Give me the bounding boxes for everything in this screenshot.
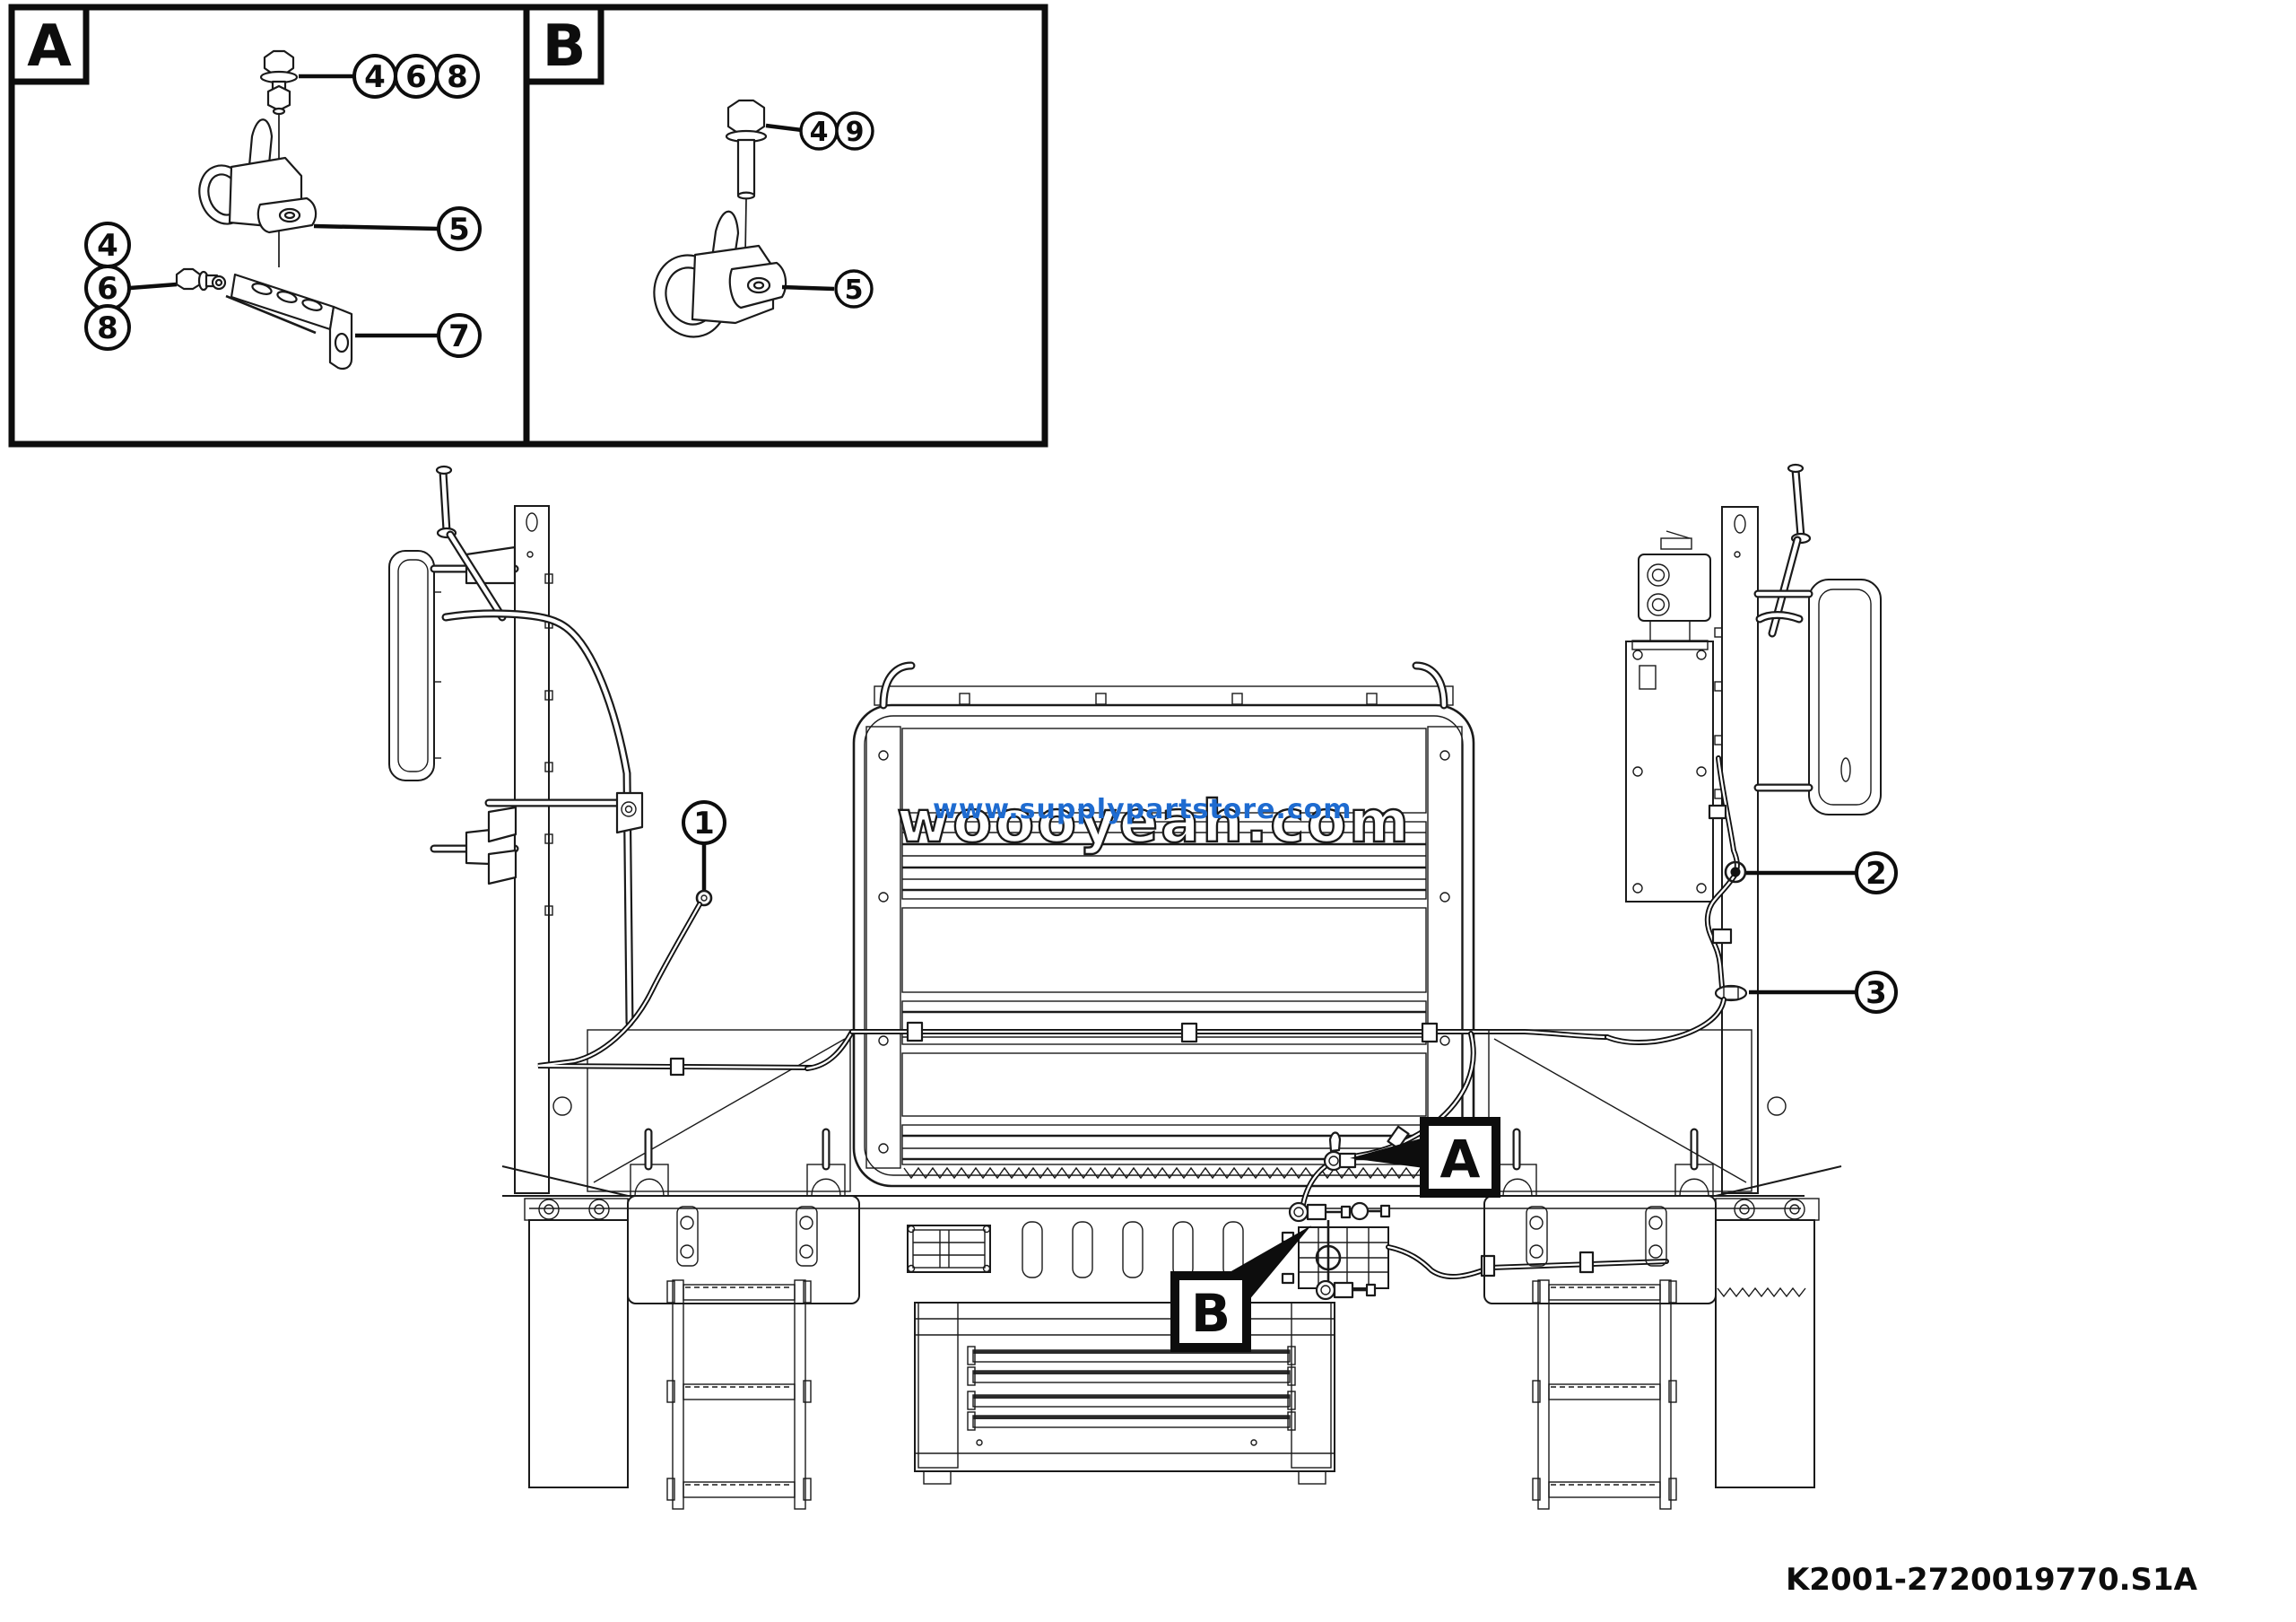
svg-text:4: 4 [97, 228, 118, 264]
left-fender-panel [587, 1029, 851, 1192]
left-mast [514, 505, 572, 1194]
detail-pointer-a-label: A [1440, 1129, 1481, 1190]
detail-pointer-a: A [1350, 1117, 1500, 1198]
right-serrated-edge [1717, 1286, 1806, 1298]
svg-text:4: 4 [364, 59, 386, 95]
serrated-edge [903, 1166, 1422, 1180]
callout-3-group: 3 [1749, 971, 1898, 1014]
bumper-vents [907, 1221, 1244, 1278]
callout-a-bracket-7: 7 [437, 313, 482, 358]
detail-box-a-label: A [27, 13, 72, 80]
right-step-assembly [1483, 1128, 1842, 1510]
left-ladder [666, 1279, 812, 1510]
callout-a-bolt-6: 6 [394, 54, 439, 99]
small-bolt-part-a [175, 267, 227, 292]
valve-assembly-b [1281, 1201, 1391, 1301]
right-handrail [1755, 611, 1804, 624]
leader-a-side [129, 282, 178, 291]
left-step-assembly [501, 1128, 860, 1510]
detail-box-b-label-frame [523, 4, 604, 85]
right-mast [1714, 506, 1759, 1194]
callout-a-side-4: 4 [84, 222, 131, 268]
svg-text:8: 8 [447, 59, 468, 95]
callout-1-group: 1 [682, 800, 726, 907]
spray-pipe [849, 1021, 1610, 1043]
right-panel [1625, 641, 1714, 903]
left-mirror [388, 550, 441, 781]
callout-3-number: 3 [1866, 975, 1887, 1011]
detail-box-b: B 4 9 [523, 4, 874, 338]
right-ladder [1532, 1279, 1677, 1510]
cooler-slats [967, 1346, 1296, 1431]
callout-a-bolt-8: 8 [435, 54, 480, 99]
left-antenna-pole [435, 465, 507, 622]
leader-b-clamp [781, 284, 835, 292]
right-control-box [1631, 530, 1711, 650]
detail-box-a-label-frame [8, 4, 90, 85]
callout-1-number: 1 [693, 806, 715, 842]
callout-a-side-8: 8 [84, 304, 131, 351]
svg-text:5: 5 [845, 275, 864, 306]
svg-text:9: 9 [846, 117, 865, 148]
svg-text:5: 5 [448, 212, 470, 248]
callout-2-number: 2 [1866, 856, 1887, 892]
callout-a-bolt-4: 4 [352, 54, 397, 99]
callout-2-group: 2 [1746, 851, 1898, 894]
svg-text:6: 6 [405, 59, 427, 95]
callout-1-circle [682, 800, 726, 845]
callout-a-side-6: 6 [84, 265, 131, 311]
assembly-axis-a2 [225, 294, 317, 335]
right-hose-run [1605, 755, 1748, 1046]
watermark-blue-text: www.supplypartstore.com [933, 794, 1352, 825]
leader-b-bolt [765, 123, 803, 133]
svg-text:6: 6 [97, 271, 118, 307]
right-mirror [1753, 579, 1882, 815]
right-antenna-pole [1768, 463, 1812, 638]
drawing-number: K2001-2720019770.S1A [1786, 1562, 2198, 1598]
callout-2-circle [1855, 851, 1898, 894]
callout-a-clamp-5: 5 [437, 206, 482, 251]
callout-3-circle [1855, 971, 1898, 1014]
radiator-housing [852, 661, 1475, 1188]
flange-bolt-part-b [725, 99, 768, 200]
leader-a-clamp [313, 223, 439, 231]
left-handrail [441, 609, 644, 1027]
clamp-part-a [198, 118, 317, 234]
lower-cooler [914, 1302, 1335, 1485]
svg-text:8: 8 [97, 310, 118, 346]
callout-b-bolt-9: 9 [835, 111, 874, 151]
callout-b-bolt-4: 4 [799, 111, 839, 151]
svg-text:4: 4 [810, 117, 829, 148]
detail-box-b-label: B [543, 13, 587, 80]
clamp-part-b [653, 210, 787, 338]
callout-b-clamp-5: 5 [834, 269, 874, 309]
detail-panel: A 4 6 8 [8, 4, 1048, 448]
machine-front-view: 1 [388, 463, 1898, 1510]
watermark-outline-text: woooyeah.com [897, 789, 1412, 856]
svg-text:7: 7 [448, 318, 470, 354]
detail-pointer-b-label: B [1191, 1283, 1231, 1344]
right-fender-panel [1488, 1029, 1787, 1192]
bolt-with-nut-part [259, 49, 299, 116]
left-hose-run [537, 902, 855, 1077]
detail-box-a: A 4 6 8 [8, 4, 482, 371]
bracket-strip-part [230, 273, 353, 371]
assembly-axis-b [744, 198, 747, 256]
detail-pointer-b: B [1170, 1225, 1311, 1352]
right-lower-hose [1386, 1244, 1669, 1279]
